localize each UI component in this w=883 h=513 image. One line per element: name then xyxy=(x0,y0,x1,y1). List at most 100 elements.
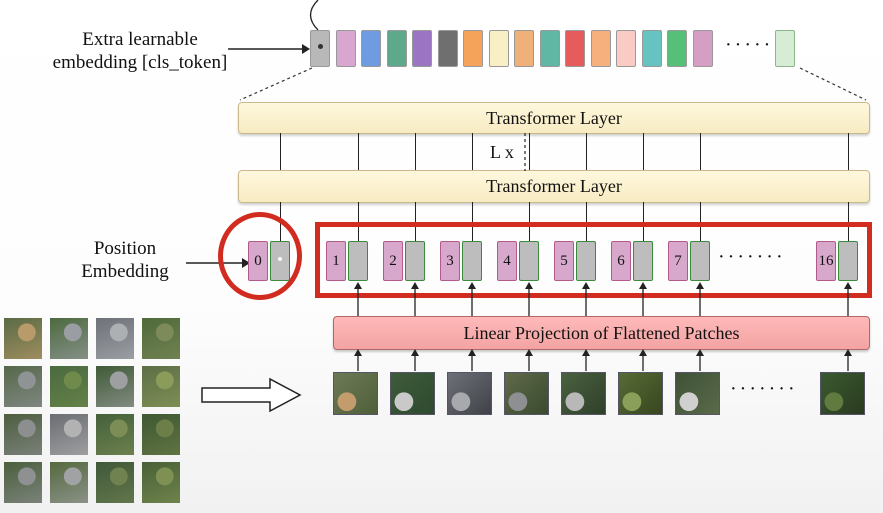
repeat-dashed-line xyxy=(524,133,526,171)
cls-label-line2: embedding [cls_token] xyxy=(52,52,228,73)
highlight-circle xyxy=(218,212,302,300)
projection-arrow-up-icon xyxy=(844,282,852,316)
position-index-box: 3 xyxy=(440,241,460,281)
aerial-tile xyxy=(50,414,88,455)
layer-connector-line xyxy=(700,133,701,170)
linear-projection-box: Linear Projection of Flattened Patches xyxy=(333,316,870,350)
projection-arrow-up-icon xyxy=(639,282,647,316)
position-index-box: 6 xyxy=(611,241,631,281)
aerial-tile xyxy=(96,414,134,455)
image-patch xyxy=(820,372,865,415)
aerial-tile xyxy=(142,366,180,407)
position-index-box: 7 xyxy=(668,241,688,281)
patch-token xyxy=(361,30,381,67)
embedding-connector-line xyxy=(472,202,473,241)
layer-connector-line xyxy=(643,133,644,170)
cls-label-line1: Extra learnable xyxy=(82,29,198,50)
transformer-layer-bottom-label: Transformer Layer xyxy=(486,176,622,196)
layer-connector-line xyxy=(280,133,281,170)
aerial-tile xyxy=(96,318,134,359)
cls-token-dot xyxy=(318,44,323,49)
patch-embedding-box xyxy=(519,241,539,281)
patch-arrow-up-icon xyxy=(525,349,533,371)
patch-arrow-up-icon xyxy=(354,349,362,371)
patch-token xyxy=(692,30,713,67)
patch-token xyxy=(412,30,432,67)
transformer-layer-bottom: Transformer Layer xyxy=(238,170,870,203)
position-index-box: 5 xyxy=(554,241,574,281)
patch-token xyxy=(667,30,687,67)
patch-embedding-box xyxy=(633,241,653,281)
image-patch xyxy=(333,372,378,415)
layer-connector-line xyxy=(358,133,359,170)
image-patch xyxy=(447,372,492,415)
embedding-connector-line xyxy=(529,202,530,241)
embedding-connector-line xyxy=(586,202,587,241)
aerial-tile xyxy=(4,318,42,359)
last-token xyxy=(775,30,795,67)
embedding-connector-line xyxy=(848,202,849,241)
pos-label-line1: Position xyxy=(93,238,157,259)
highlight-rectangle xyxy=(315,222,872,298)
cls-embedding-dot xyxy=(278,257,282,261)
patch-token xyxy=(437,30,458,67)
embedding-connector-line xyxy=(700,202,701,241)
projection-arrow-up-icon xyxy=(468,282,476,316)
patch-arrow-up-icon xyxy=(468,349,476,371)
layer-connector-line xyxy=(848,133,849,170)
projection-arrow-up-icon xyxy=(354,282,362,316)
layer-connector-line xyxy=(529,133,530,170)
aerial-tile xyxy=(50,462,88,503)
aerial-tile xyxy=(4,462,42,503)
patch-ellipsis: ······· xyxy=(730,378,798,400)
projection-arrow-up-icon xyxy=(582,282,590,316)
image-patch xyxy=(618,372,663,415)
cls-token-label: Extra learnable embedding [cls_token] xyxy=(40,28,240,74)
transformer-layer-top-label: Transformer Layer xyxy=(486,108,622,128)
image-patch xyxy=(504,372,549,415)
patch-token xyxy=(514,30,534,67)
patch-token xyxy=(335,30,356,67)
layer-connector-line xyxy=(586,133,587,170)
hollow-arrow-icon xyxy=(201,377,302,413)
position-index-box: 1 xyxy=(326,241,346,281)
repeat-label-text: L x xyxy=(490,142,514,162)
projection-arrow-up-icon xyxy=(696,282,704,316)
repeat-label: L x xyxy=(490,142,514,163)
patch-arrow-up-icon xyxy=(844,349,852,371)
patch-token xyxy=(590,30,611,67)
patch-embedding-box xyxy=(838,241,858,281)
image-patch xyxy=(390,372,435,415)
dashed-guides xyxy=(239,67,867,101)
patch-embedding-box xyxy=(576,241,596,281)
patch-arrow-up-icon xyxy=(639,349,647,371)
pos-label-line2: Embedding xyxy=(81,261,169,282)
cls-curve-connector xyxy=(309,0,319,31)
aerial-tile xyxy=(4,414,42,455)
patch-token xyxy=(641,30,662,67)
patch-token xyxy=(565,30,585,67)
aerial-tile xyxy=(50,366,88,407)
aerial-tile xyxy=(96,462,134,503)
position-index-box: 16 xyxy=(816,241,836,281)
position-embedding-label: Position Embedding xyxy=(60,237,190,283)
image-patch xyxy=(561,372,606,415)
aerial-tile xyxy=(142,414,180,455)
position-index-box: 2 xyxy=(383,241,403,281)
aerial-image-grid xyxy=(0,318,185,510)
aerial-tile xyxy=(50,318,88,359)
embedding-connector-line xyxy=(643,202,644,241)
patch-embedding-box xyxy=(348,241,368,281)
layer-connector-line xyxy=(415,133,416,170)
token-ellipsis: ······· xyxy=(725,34,793,56)
aerial-tile xyxy=(4,366,42,407)
patch-arrow-up-icon xyxy=(696,349,704,371)
patch-embedding-box xyxy=(462,241,482,281)
position-index-box: 0 xyxy=(248,241,268,281)
projection-arrow-up-icon xyxy=(525,282,533,316)
layer-connector-line xyxy=(472,133,473,170)
patch-arrow-up-icon xyxy=(582,349,590,371)
patch-token xyxy=(616,30,636,67)
patch-token xyxy=(539,30,560,67)
projection-arrow-up-icon xyxy=(411,282,419,316)
